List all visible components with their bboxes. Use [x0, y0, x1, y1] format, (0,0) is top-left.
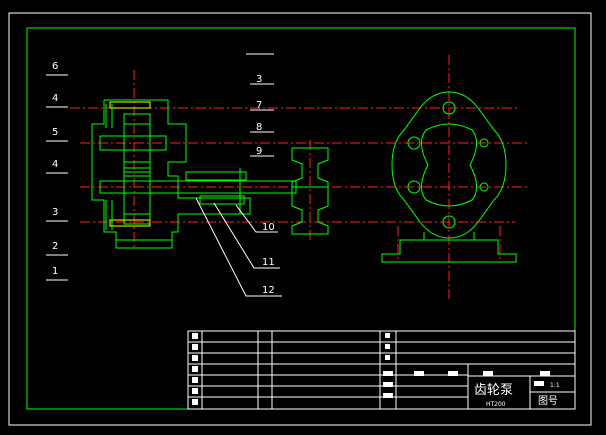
part-label-7: 7 — [256, 100, 262, 111]
part-labels: 6 4 5 4 3 2 1 3 7 8 9 10 11 12 — [46, 53, 282, 297]
front-view — [381, 91, 517, 263]
part-label-3a: 3 — [52, 207, 58, 218]
title-name: 齿轮泵 — [474, 383, 513, 398]
title-block: 齿轮泵 HT200 1:1 图号 — [187, 330, 576, 410]
part-label-9: 9 — [256, 146, 262, 157]
part-label-11: 11 — [262, 257, 275, 268]
part-label-12: 12 — [262, 285, 275, 296]
part-label-8: 8 — [256, 122, 262, 133]
part-label-3b: 3 — [256, 74, 262, 85]
drawing-number: 图号 — [538, 395, 558, 407]
part-label-1: 1 — [52, 266, 58, 277]
centerlines — [70, 55, 530, 300]
part-label-6: 6 — [52, 61, 58, 72]
inner-frame — [26, 27, 576, 410]
part-label-4a: 4 — [52, 93, 58, 104]
part-label-4b: 4 — [52, 159, 58, 170]
part-label-5: 5 — [52, 127, 58, 138]
part-label-10: 10 — [262, 222, 275, 233]
material: HT200 — [486, 401, 506, 408]
part-label-2: 2 — [52, 241, 58, 252]
outer-frame — [8, 12, 592, 426]
scale: 1:1 — [550, 382, 560, 389]
side-section-view — [91, 99, 329, 249]
